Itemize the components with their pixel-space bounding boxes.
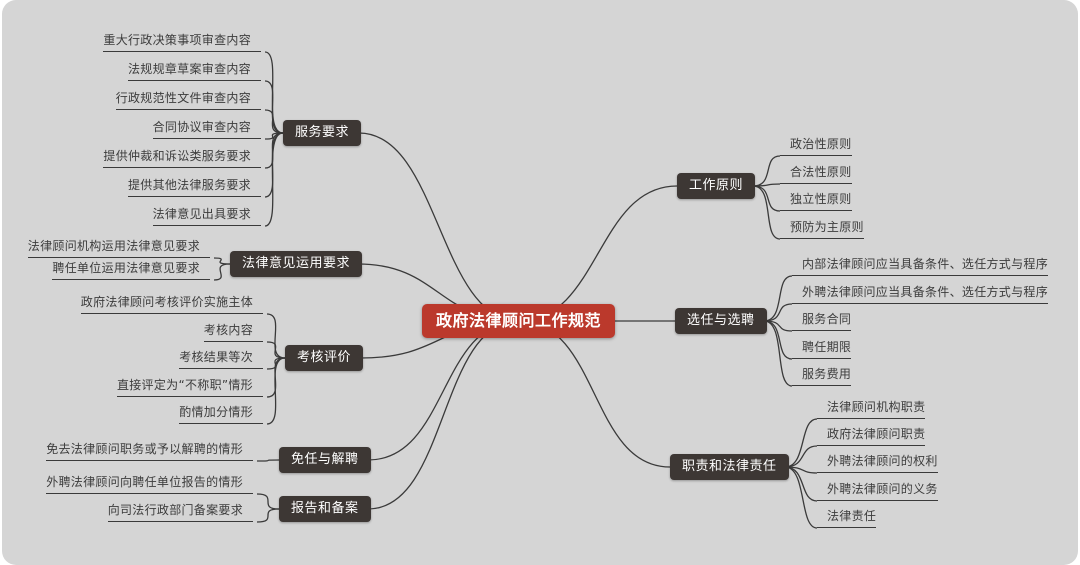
connector-line bbox=[264, 132, 284, 227]
connector-line bbox=[518, 185, 678, 322]
leaf-node[interactable]: 法律责任 bbox=[817, 508, 877, 528]
branch-assessment-evaluation[interactable]: 考核评价 bbox=[285, 345, 364, 371]
connector-line bbox=[752, 155, 781, 187]
connector-line bbox=[213, 257, 231, 265]
leaf-node[interactable]: 政府法律顾问考核评价实施主体 bbox=[80, 294, 263, 314]
leaf-node[interactable]: 合法性原则 bbox=[780, 164, 852, 184]
connector-line bbox=[256, 459, 280, 462]
connector-line bbox=[752, 185, 781, 240]
connector-line bbox=[358, 132, 520, 322]
leaf-node[interactable]: 服务合同 bbox=[792, 311, 852, 331]
connector-line bbox=[256, 508, 280, 523]
connector-line bbox=[784, 466, 818, 474]
leaf-node[interactable]: 预防为主原则 bbox=[780, 219, 864, 239]
connector-line bbox=[518, 320, 671, 468]
connector-line bbox=[784, 418, 818, 468]
leaf-node[interactable]: 服务费用 bbox=[792, 366, 852, 386]
connector-line bbox=[367, 320, 520, 461]
connector-line bbox=[256, 493, 280, 510]
connector-line bbox=[266, 357, 286, 425]
connector-line bbox=[266, 313, 286, 359]
connector-line bbox=[266, 357, 286, 398]
connector-line bbox=[752, 183, 781, 187]
leaf-node[interactable]: 考核内容 bbox=[203, 322, 263, 342]
connector-line bbox=[784, 466, 818, 502]
connector-line bbox=[264, 80, 284, 134]
leaf-node[interactable]: 行政规范性文件审查内容 bbox=[115, 90, 261, 110]
branch-work-principles[interactable]: 工作原则 bbox=[677, 173, 756, 199]
leaf-node[interactable]: 合同协议审查内容 bbox=[152, 119, 261, 139]
connector-line bbox=[763, 320, 793, 360]
central-topic[interactable]: 政府法律顾问工作规范 bbox=[422, 304, 616, 338]
leaf-node[interactable]: 聘任单位运用法律意见要求 bbox=[52, 260, 210, 280]
connector-line bbox=[264, 132, 284, 140]
leaf-node[interactable]: 重大行政决策事项审查内容 bbox=[103, 32, 261, 52]
branch-service-requirements[interactable]: 服务要求 bbox=[283, 120, 362, 146]
connector-line bbox=[752, 185, 781, 212]
connector-line bbox=[264, 132, 284, 169]
leaf-node[interactable]: 外聘法律顾问应当具备条件、选任方式与程序 bbox=[792, 284, 1049, 304]
leaf-node[interactable]: 政府法律顾问职责 bbox=[817, 426, 926, 446]
leaf-node[interactable]: 政治性原则 bbox=[780, 136, 852, 156]
connector-line bbox=[264, 51, 284, 134]
leaf-node[interactable]: 内部法律顾问应当具备条件、选任方式与程序 bbox=[792, 256, 1049, 276]
leaf-node[interactable]: 直接评定为“不称职”情形 bbox=[116, 377, 263, 397]
branch-selection-appointment[interactable]: 选任与选聘 bbox=[675, 308, 767, 334]
leaf-node[interactable]: 考核结果等次 bbox=[179, 349, 263, 369]
leaf-node[interactable]: 免去法律顾问职务或予以解聘的情形 bbox=[46, 441, 253, 461]
leaf-node[interactable]: 独立性原则 bbox=[780, 191, 852, 211]
connector-line bbox=[213, 263, 231, 281]
leaf-node[interactable]: 提供其他法律服务要求 bbox=[127, 177, 261, 197]
connector-line bbox=[266, 357, 286, 370]
branch-dismissal-termination[interactable]: 免任与解聘 bbox=[279, 447, 371, 473]
connector-line bbox=[784, 466, 818, 529]
connector-line bbox=[367, 320, 520, 510]
leaf-node[interactable]: 外聘法律顾问的义务 bbox=[817, 481, 938, 501]
branch-legal-opinion-use[interactable]: 法律意见运用要求 bbox=[230, 251, 363, 277]
connector-line bbox=[763, 320, 793, 387]
connector-line bbox=[763, 303, 793, 322]
connector-line bbox=[784, 445, 818, 468]
leaf-node[interactable]: 法律顾问机构职责 bbox=[817, 399, 926, 419]
leaf-node[interactable]: 外聘法律顾问向聘任单位报告的情形 bbox=[46, 474, 253, 494]
leaf-node[interactable]: 酌情加分情形 bbox=[179, 404, 263, 424]
branch-report-filing[interactable]: 报告和备案 bbox=[279, 496, 371, 522]
connector-line bbox=[264, 109, 284, 134]
leaf-node[interactable]: 外聘法律顾问的权利 bbox=[817, 453, 938, 473]
connector-line bbox=[264, 132, 284, 198]
leaf-node[interactable]: 提供仲裁和诉讼类服务要求 bbox=[103, 148, 261, 168]
leaf-node[interactable]: 法律意见出具要求 bbox=[152, 206, 261, 226]
connector-line bbox=[763, 275, 793, 322]
connector-line bbox=[266, 341, 286, 359]
leaf-node[interactable]: 法规规章草案审查内容 bbox=[127, 61, 261, 81]
leaf-node[interactable]: 向司法行政部门备案要求 bbox=[107, 502, 253, 522]
branch-duties-legal-liability[interactable]: 职责和法律责任 bbox=[670, 454, 789, 480]
connector-line bbox=[763, 320, 793, 332]
leaf-node[interactable]: 法律顾问机构运用法律意见要求 bbox=[27, 238, 210, 258]
leaf-node[interactable]: 聘任期限 bbox=[792, 339, 852, 359]
